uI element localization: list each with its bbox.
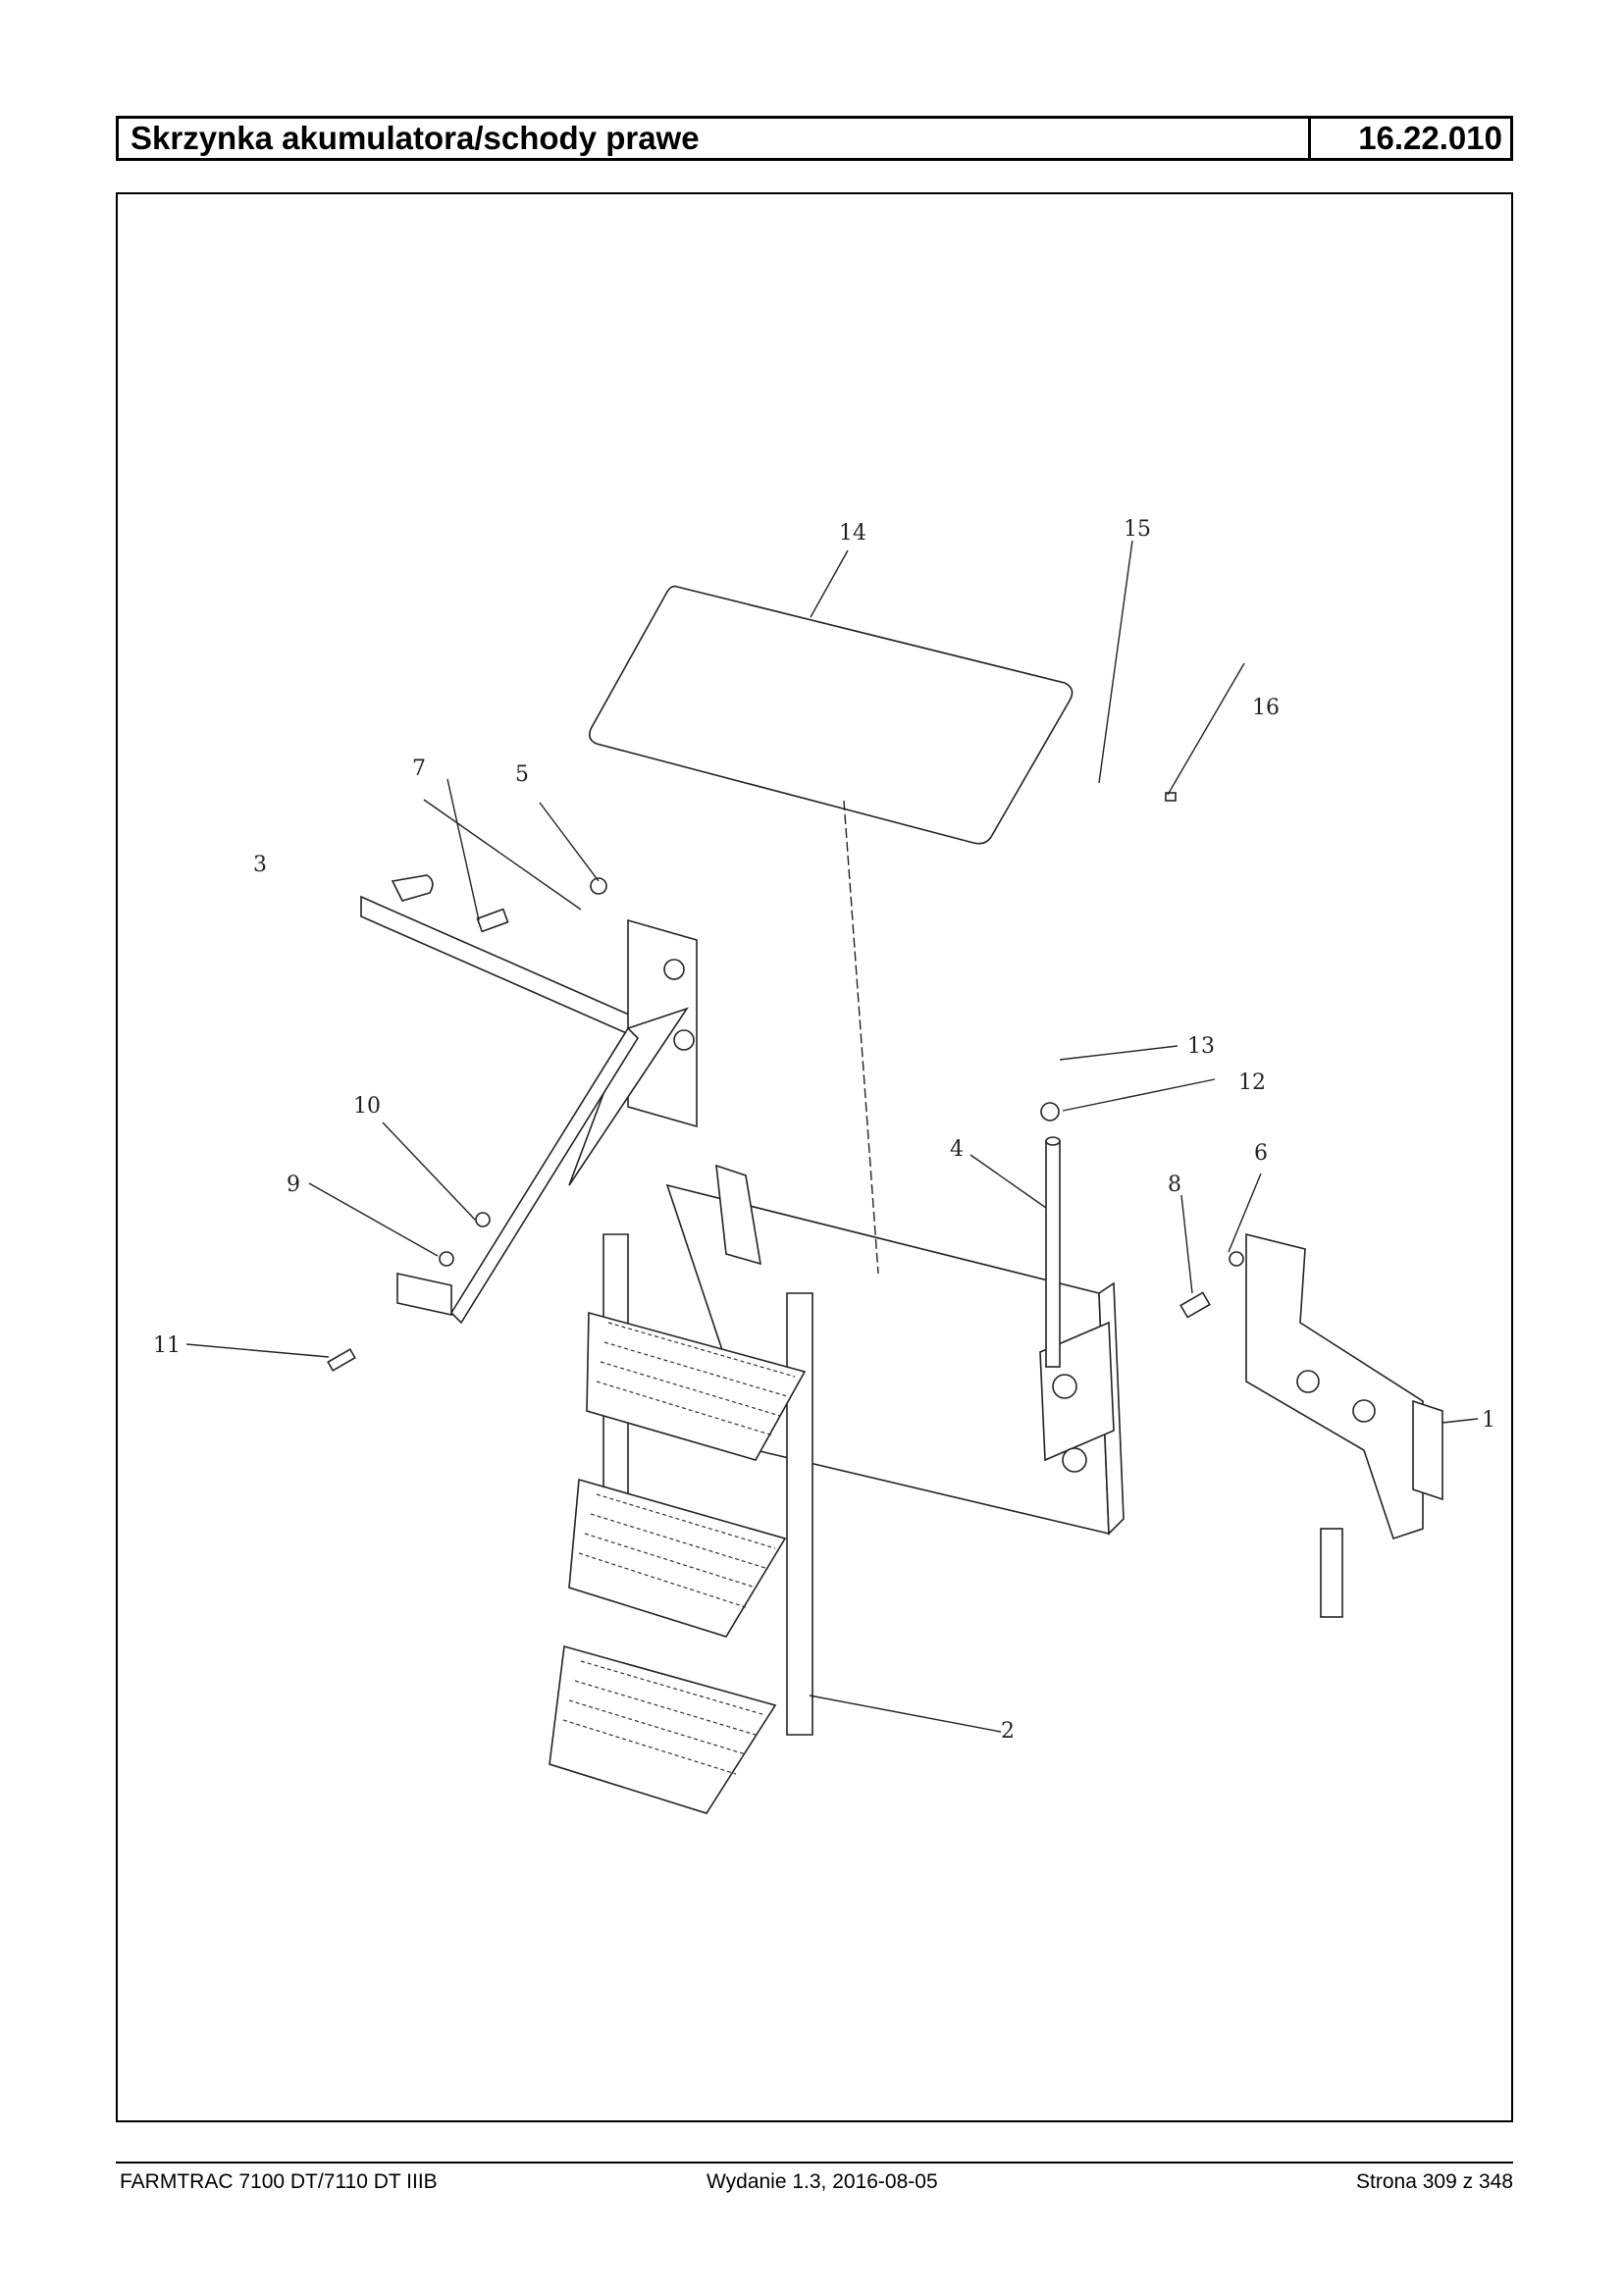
callout-6: 6 <box>1254 1141 1268 1166</box>
part-1-bracket <box>1245 1232 1443 1618</box>
page-header: Skrzynka akumulatora/schody prawe 16.22.… <box>116 116 1513 161</box>
callout-11: 11 <box>153 1333 181 1358</box>
callout-14: 14 <box>839 521 866 546</box>
exploded-diagram-frame: 1 2 3 4 5 6 7 8 9 10 11 12 13 14 15 16 <box>116 192 1513 2122</box>
callout-16: 16 <box>1252 696 1280 720</box>
callout-10: 10 <box>353 1094 381 1119</box>
part-14-cover <box>589 585 1074 845</box>
footer-edition: Wydanie 1.3, 2016-08-05 <box>707 2170 938 2193</box>
footer-page: Strona 309 z 348 <box>1356 2170 1513 2193</box>
callout-5: 5 <box>515 762 529 787</box>
callout-labels: 1 2 3 4 5 6 7 8 9 10 11 12 13 14 15 16 <box>153 517 1495 1744</box>
fasteners <box>327 792 1244 1372</box>
callout-9: 9 <box>287 1173 300 1197</box>
exploded-diagram: 1 2 3 4 5 6 7 8 9 10 11 12 13 14 15 16 <box>153 517 1495 1814</box>
callout-1: 1 <box>1482 1408 1495 1433</box>
footer-rule <box>116 2162 1513 2164</box>
part-3-bracket <box>360 874 698 1325</box>
callout-13: 13 <box>1187 1034 1215 1059</box>
footer-model: FARMTRAC 7100 DT/7110 DT IIIB <box>120 2170 438 2193</box>
section-code: 16.22.010 <box>1358 120 1502 156</box>
callout-12: 12 <box>1238 1070 1266 1095</box>
callout-7: 7 <box>412 756 426 781</box>
part-4-rod <box>1045 1136 1061 1368</box>
battery-box <box>665 1164 1125 1536</box>
callout-2: 2 <box>1001 1719 1015 1744</box>
callout-8: 8 <box>1168 1173 1181 1197</box>
part-2-steps <box>549 1233 813 1814</box>
leader-lines <box>185 540 1479 1733</box>
callout-15: 15 <box>1124 517 1151 542</box>
callout-3: 3 <box>253 853 267 877</box>
callout-4: 4 <box>950 1137 964 1162</box>
page-title: Skrzynka akumulatora/schody prawe <box>119 119 1311 158</box>
